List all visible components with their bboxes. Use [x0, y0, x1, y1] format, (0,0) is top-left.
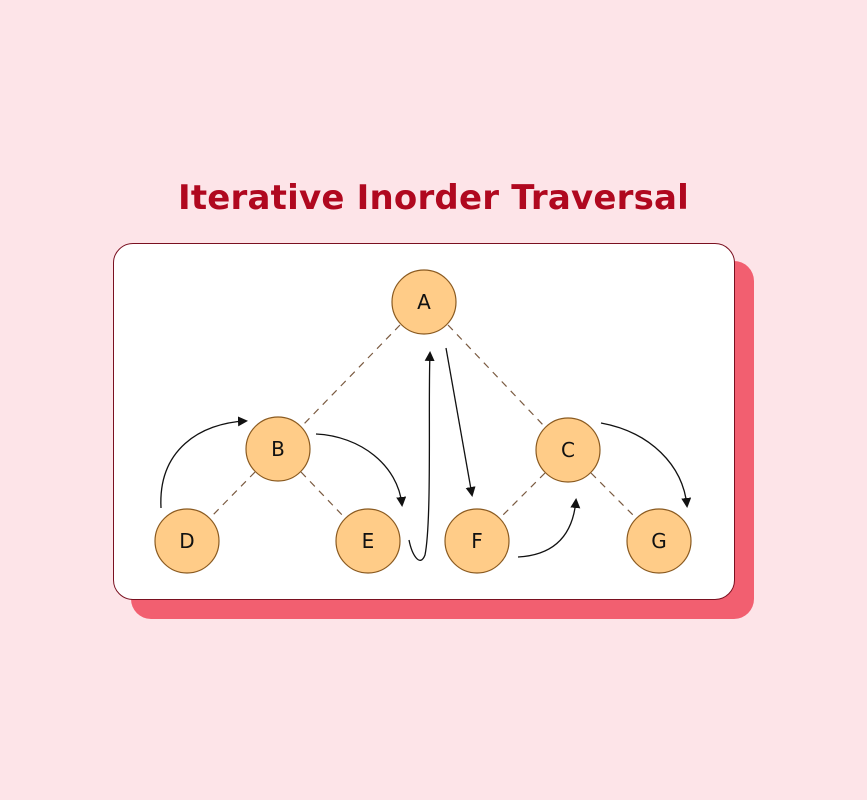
node-c: C: [535, 417, 601, 483]
node-a: A: [391, 269, 457, 335]
node-label: A: [417, 290, 431, 314]
edge-a-b: [301, 324, 401, 427]
node-label: B: [271, 437, 285, 461]
arrow-f-to-c: [517, 498, 581, 558]
arrow-c-to-g: [600, 422, 692, 508]
arrow-d-to-b: [160, 416, 248, 509]
edge-b-e: [300, 471, 346, 519]
arrow-e-to-a: [408, 351, 435, 561]
node-label: D: [179, 529, 194, 553]
edge-c-f: [499, 472, 546, 519]
node-d: D: [154, 508, 220, 574]
arrow-b-to-e: [315, 433, 407, 507]
arrow-a-to-f: [445, 347, 476, 497]
node-b: B: [245, 416, 311, 482]
node-f: F: [444, 508, 510, 574]
diagram-title: Iterative Inorder Traversal: [177, 178, 690, 218]
node-label: F: [471, 529, 483, 553]
node-label: G: [651, 529, 667, 553]
edge-b-d: [209, 471, 256, 519]
node-g: G: [626, 508, 692, 574]
edge-c-g: [590, 472, 637, 519]
node-label: C: [561, 438, 575, 462]
edge-a-c: [447, 324, 546, 428]
node-label: E: [362, 529, 375, 553]
node-e: E: [335, 508, 401, 574]
